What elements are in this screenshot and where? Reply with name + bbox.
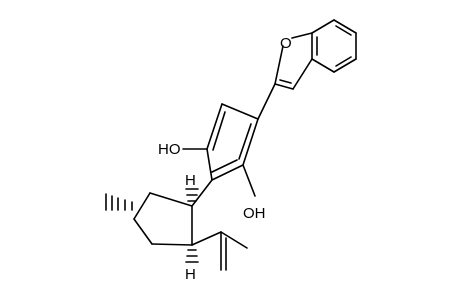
lower-h-hashed-bond — [185, 249, 199, 263]
upper-h-hashed-bond — [185, 188, 199, 202]
benzofuran-furan-ring — [274, 32, 313, 90]
hydroxyl-label-top: HO — [158, 141, 181, 158]
ring-oxygen-label: O — [280, 35, 292, 52]
resorcinol-ring — [206, 103, 259, 181]
cyclohexane-ring — [133, 179, 213, 246]
benzofuran-benzene-ring — [311, 19, 357, 73]
hydroxyl-label-bottom: OH — [243, 205, 266, 222]
methyl-hashed-bond — [105, 193, 133, 211]
isopropenyl-group — [191, 231, 248, 271]
hydroxyl-bond-bottom — [242, 164, 256, 197]
stereo-h-label-upper: H — [185, 172, 196, 189]
stereo-h-label-lower: H — [185, 266, 196, 283]
aryl-link-bond — [257, 83, 276, 120]
